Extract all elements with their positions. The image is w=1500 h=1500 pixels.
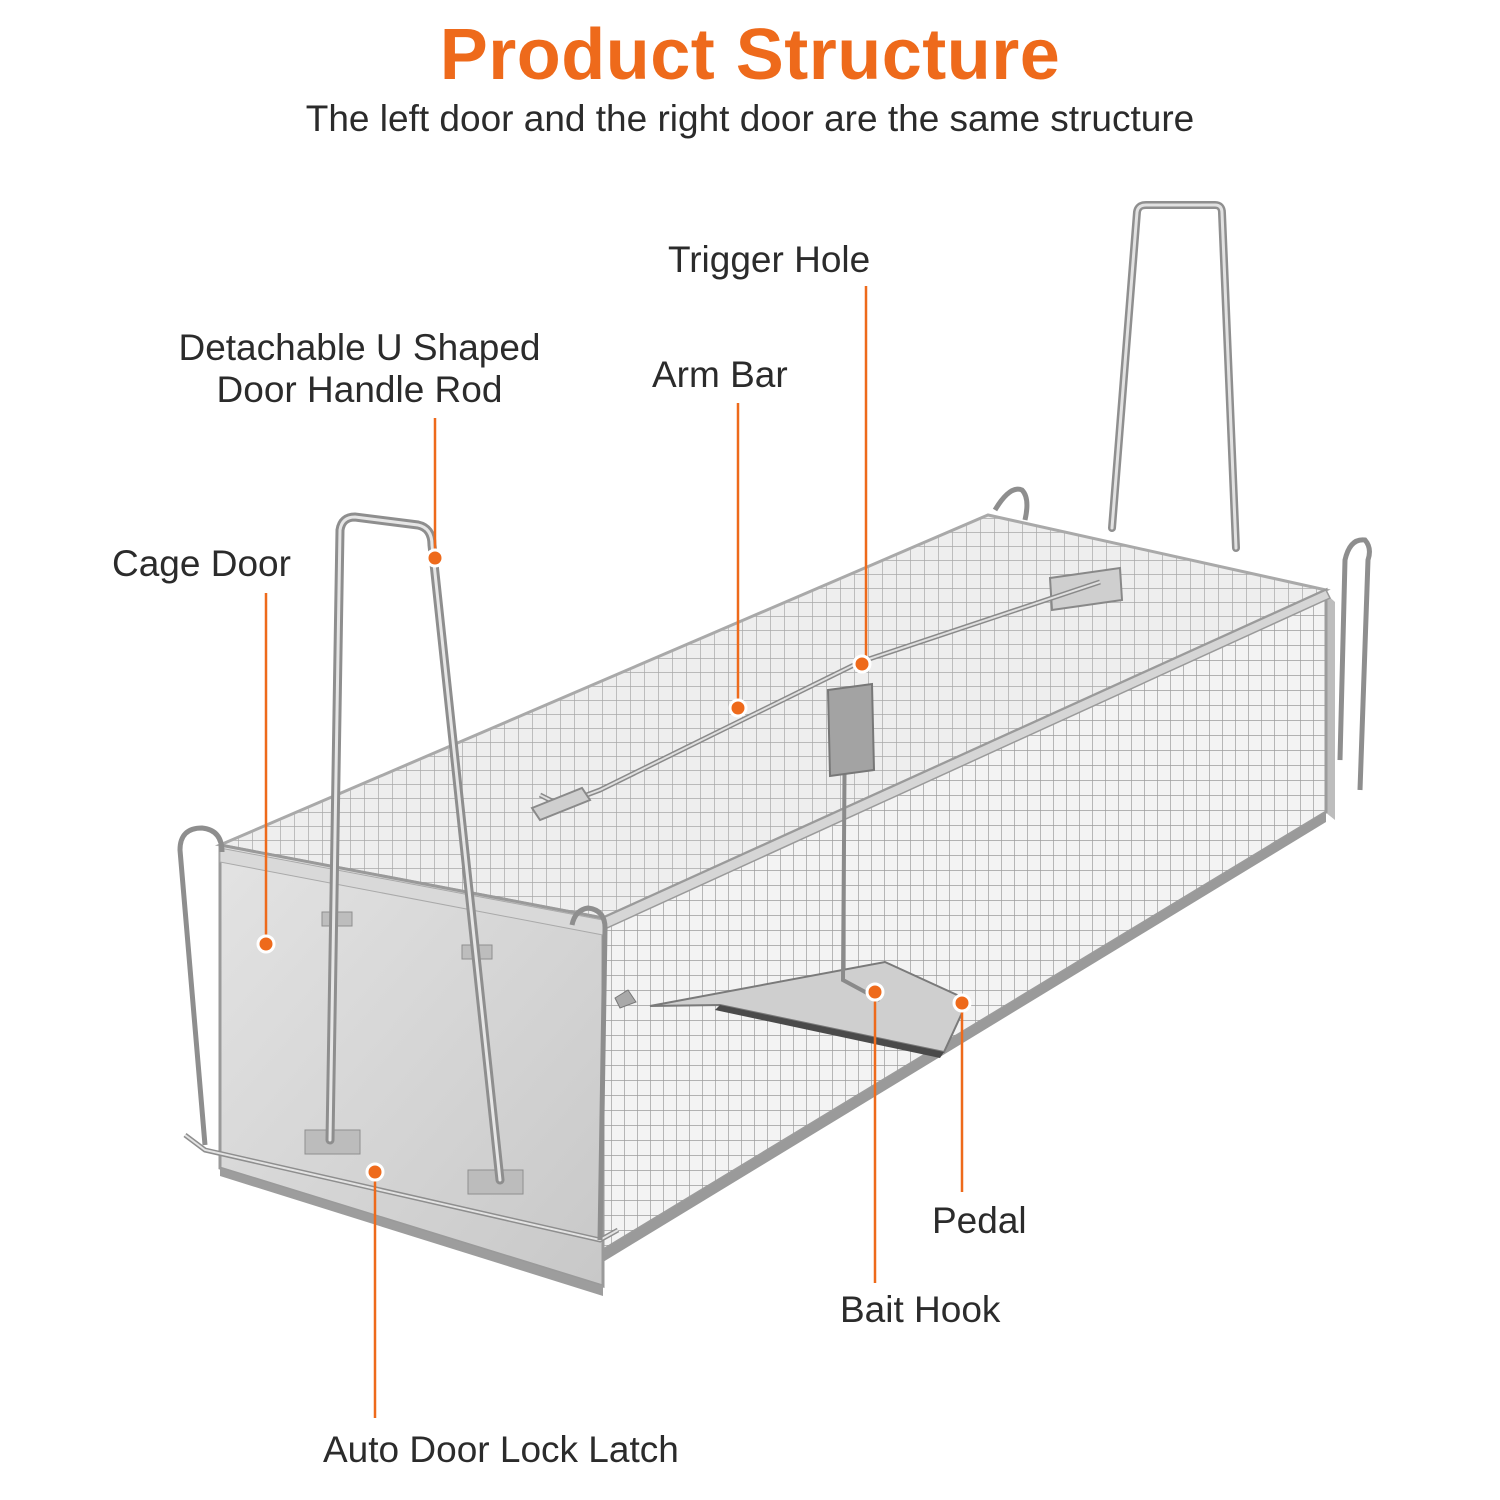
auto-door-lock-latch-marker <box>365 1162 385 1182</box>
right-door-handle-rod <box>1108 201 1240 552</box>
cage-door-marker <box>256 934 276 954</box>
pedal-plate <box>649 960 970 1058</box>
left-door-handle-rod <box>325 512 505 1185</box>
page-title: Product Structure <box>439 15 1061 95</box>
pedal-label: Pedal <box>932 1200 1027 1241</box>
page-subtitle: The left door and the right door are the… <box>305 98 1195 139</box>
door-handle-label-line1: Detachable U Shaped <box>178 327 541 368</box>
arm-bar-label: Arm Bar <box>652 354 788 395</box>
door-handle-label: Detachable U Shaped Door Handle Rod <box>152 327 567 411</box>
bait-hook-marker <box>865 982 885 1002</box>
arm-bar <box>530 579 1101 822</box>
arm-bar-marker <box>728 698 748 718</box>
trigger-hole-label: Trigger Hole <box>668 239 871 280</box>
callout-dots <box>256 548 972 1182</box>
bait-hook-label: Bait Hook <box>840 1289 1001 1330</box>
cage-door-label: Cage Door <box>112 543 291 584</box>
door-handle-marker <box>425 548 445 568</box>
door-handle-label-line2: Door Handle Rod <box>216 369 503 410</box>
pedal-marker <box>952 993 972 1013</box>
auto-door-lock-latch-label: Auto Door Lock Latch <box>323 1429 679 1470</box>
door-lock-latch <box>177 486 1372 1243</box>
callout-lines <box>264 286 964 1418</box>
trigger-hole-marker <box>852 654 872 674</box>
